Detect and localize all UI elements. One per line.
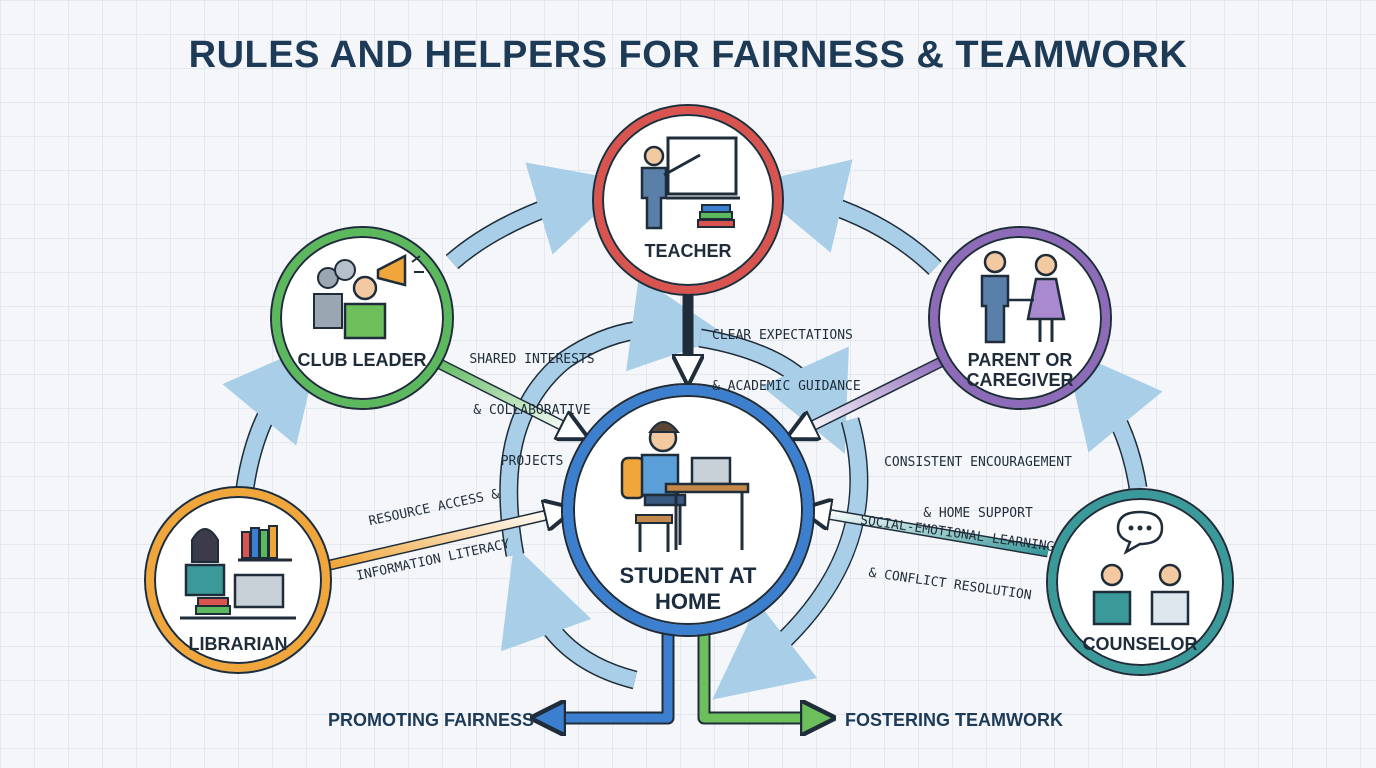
edge-arrow-librarian [329,512,560,569]
teacher-whiteboard-icon [640,136,740,230]
outer-cycle-arrows [222,159,1163,490]
outcome-promoting-fairness: PROMOTING FAIRNESS [328,710,535,730]
edge-arrow-counselor [815,512,1049,556]
inner-arrow-bottom-left [500,544,638,688]
inner-cycle-arrows [499,276,869,700]
edge-arrow-parent [800,356,947,432]
edge-arrow-club-leader [430,356,575,432]
inner-arrow-left [500,276,728,557]
parent-label: PARENT OR CAREGIVER [950,350,1090,390]
edge-label-teacher-line2: & ACADEMIC GUIDANCE [712,379,861,394]
parents-icon [980,250,1066,344]
edge-label-club-line3: PROJECTS [500,454,564,469]
node-parent [928,226,1112,410]
edge-label-teacher: CLEAR EXPECTATIONS & ACADEMIC GUIDANCE [712,293,861,412]
edge-label-librarian-line1: RESOURCE ACCESS & [367,486,501,530]
edge-label-counselor-line1: SOCIAL-EMOTIONAL LEARNING [859,512,1056,556]
edge-label-club-line2: & COLLABORATIVE [473,403,591,418]
page-title: RULES AND HELPERS FOR FAIRNESS & TEAMWOR… [188,34,1188,76]
arrow-promoting-fairness [548,630,673,718]
node-club-leader [270,226,454,410]
student-label: STUDENT AT HOME [588,563,788,615]
counselor-chat-icon [1092,510,1190,626]
edge-label-counselor-line2: & CONFLICT RESOLUTION [867,565,1033,604]
node-teacher [592,104,784,296]
student-laptop-icon [620,421,750,552]
outcome-fostering-teamwork: FOSTERING TEAMWORK [845,710,1063,730]
teacher-label: TEACHER [644,241,732,261]
counselor-label: COUNSELOR [1082,634,1198,654]
edge-label-teacher-line1: CLEAR EXPECTATIONS [712,328,853,343]
edge-label-club-leader: SHARED INTERESTS & COLLABORATIVE PROJECT… [462,317,602,487]
inner-arrow-right [712,417,867,700]
edge-label-parent-line2: & HOME SUPPORT [923,506,1033,521]
node-counselor [1046,488,1234,676]
node-student-at-home [561,383,815,637]
edge-label-club-line1: SHARED INTERESTS [469,352,595,367]
edge-label-parent-line1: CONSISTENT ENCOURAGEMENT [884,455,1072,470]
club-leader-label: CLUB LEADER [297,350,427,370]
edge-label-parent: CONSISTENT ENCOURAGEMENT & HOME SUPPORT [872,420,1084,539]
inner-arrow-top-right [698,330,849,454]
helper-edges [328,284,1049,571]
librarian-books-icon [180,525,296,620]
parent-label-line2: CAREGIVER [966,370,1074,390]
outcome-arrows [548,630,818,718]
parent-label-line1: PARENT OR [967,350,1073,370]
node-librarian [144,486,332,674]
student-label-line1: STUDENT AT [619,563,757,588]
student-label-line2: HOME [655,589,721,614]
librarian-label: LIBRARIAN [188,634,288,654]
arrow-fostering-teamwork [699,630,818,718]
megaphone-group-icon [313,253,424,340]
